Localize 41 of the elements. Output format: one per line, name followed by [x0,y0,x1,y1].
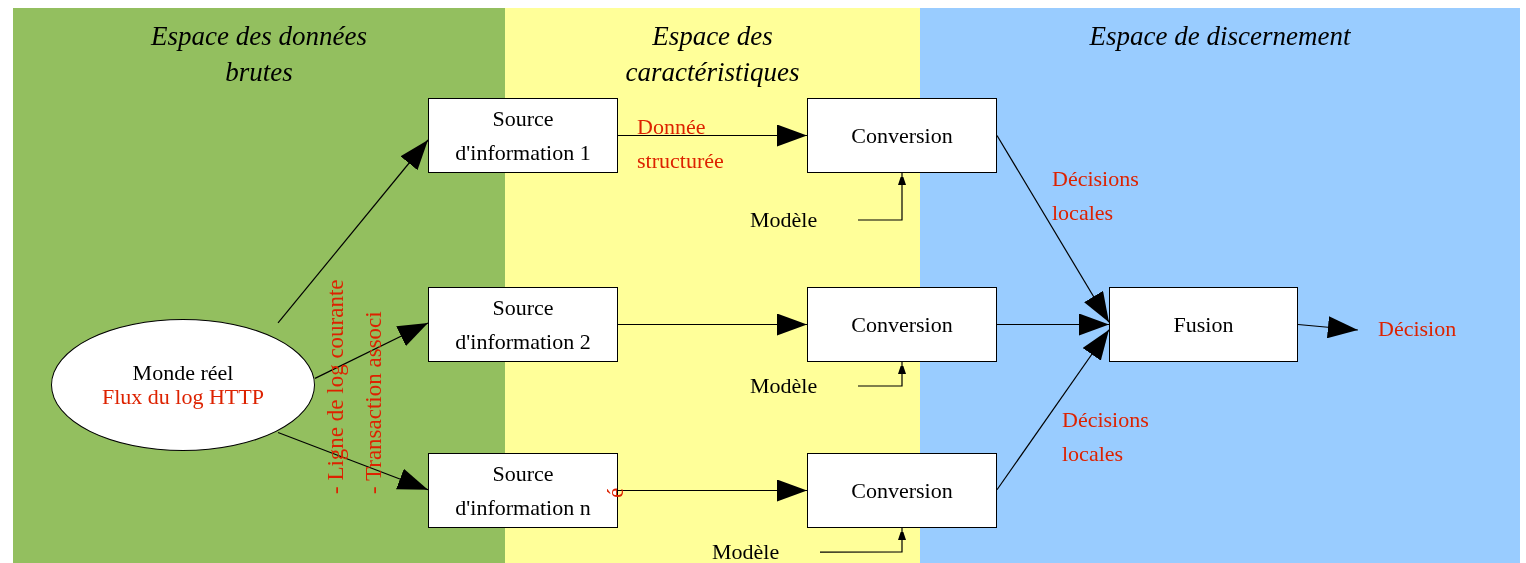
process-box [807,98,997,173]
input-label: Modèle [750,207,818,232]
arrow [857,361,906,387]
input-label: Modèle [712,539,780,563]
edge-label: Décisions locales [1052,165,1140,227]
process-box [807,287,997,362]
edge-label: Décisions locales [1062,406,1150,468]
arrow [857,172,906,221]
node-text: Source d'information 2 [454,293,592,356]
node-text: Source d'information n [454,459,592,522]
arrow [996,329,1110,491]
arrow [617,313,808,336]
process-box [428,287,618,362]
arrow [996,134,1110,323]
arrow [1297,316,1359,339]
node-text: Conversion [851,121,953,150]
output-label: Décision [1378,316,1457,341]
node-text: Monde réel [132,361,234,385]
band-title: Espace des données brutes [149,20,368,89]
arrow [617,124,808,147]
arrow [617,479,808,502]
rotated-note: - Ligne de log courante [322,279,349,494]
node-text: Conversion [851,310,953,339]
band-title: Espace des caractéristiques [624,20,801,89]
arrow [996,313,1110,336]
process-box [1109,287,1298,362]
arrow [314,322,429,379]
rotated-note: é [602,487,629,498]
process-box [807,453,997,528]
band-title: Espace de discernement [1088,20,1352,53]
arrow [819,527,906,553]
subtitle-text: Flux du log HTTP [102,385,264,409]
arrow [277,431,429,491]
node-text: Conversion [851,476,953,505]
node-text: Source d'information 1 [454,104,592,167]
edge-label: Donnée structurée [637,113,725,175]
process-box [428,98,618,173]
input-label: Modèle [750,373,818,398]
node-text: Fusion [1173,310,1234,339]
arrow [277,139,429,324]
rotated-note: - Transaction associ [360,311,387,494]
